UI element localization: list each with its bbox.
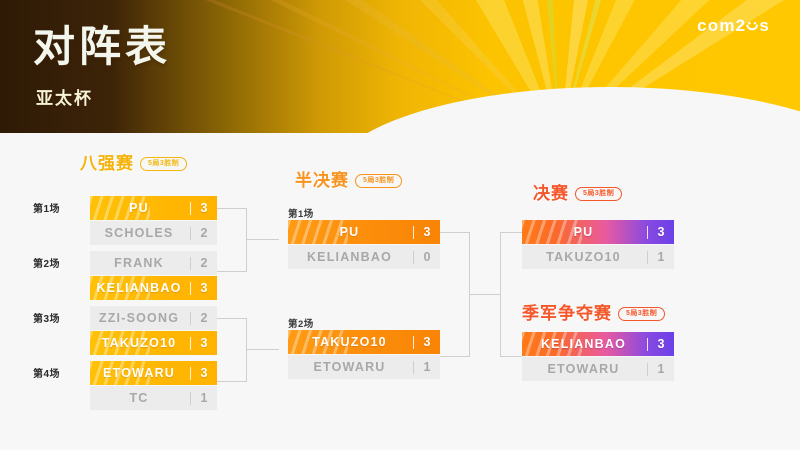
third-place-bottom-row[interactable]: ETOWARU 1	[522, 357, 674, 381]
qf2-bottom-score: 3	[200, 281, 208, 295]
qf3-top-name: ZZI-SOONG	[98, 311, 180, 325]
match-label-qf3: 第3场	[33, 314, 61, 325]
qf3-bottom-name: TAKUZO10	[101, 336, 177, 350]
match-label-qf2: 第2场	[33, 259, 61, 270]
third-place-top-name: KELIANBAO	[540, 337, 627, 351]
qf2-bottom-name: KELIANBAO	[96, 281, 182, 295]
row-separator	[413, 335, 414, 349]
row-separator	[190, 311, 191, 325]
sf1-bottom-name: KELIANBAO	[306, 250, 393, 264]
row-separator	[413, 225, 414, 239]
final-top-row[interactable]: PU 3	[522, 220, 674, 244]
row-separator	[413, 250, 414, 264]
section-badge-final: 5局3胜制	[575, 186, 623, 201]
connector-sf-out	[470, 294, 500, 295]
section-title-semifinal: 半决赛	[295, 171, 349, 190]
page-header: 对阵表 亚太杯 com2 s	[0, 0, 800, 133]
com2us-logo: com2 s	[697, 16, 770, 36]
match-label-sf1: 第1场	[288, 209, 314, 220]
match-label-qf4: 第4场	[33, 369, 61, 380]
row-separator	[647, 250, 648, 264]
final-top-score: 3	[657, 225, 665, 239]
connector-final-in	[500, 232, 522, 233]
connector-sf1-sf2	[440, 232, 470, 357]
final-bottom-score: 1	[657, 250, 665, 264]
logo-text-left: com2	[697, 16, 747, 35]
sf1-top-row[interactable]: PU 3	[288, 220, 440, 244]
qf2-top-name: FRANK	[114, 256, 164, 270]
section-title-third-place: 季军争夺赛	[522, 304, 612, 323]
connector-qf3-qf4	[217, 318, 247, 382]
qf1-top-name: PU	[129, 201, 149, 215]
match-label-qf1: 第1场	[33, 204, 61, 215]
qf4-bottom-row[interactable]: TC 1	[90, 386, 217, 410]
qf4-top-name: ETOWARU	[102, 366, 176, 380]
qf4-top-score: 3	[200, 366, 208, 380]
section-heading-quarterfinal: 八强赛 5局3胜制	[80, 154, 188, 173]
row-separator	[190, 256, 191, 270]
sf2-bottom-name: ETOWARU	[313, 360, 386, 374]
section-title-quarterfinal: 八强赛	[80, 154, 134, 173]
qf3-top-score: 2	[200, 311, 208, 325]
row-separator	[190, 201, 191, 215]
third-place-bottom-name: ETOWARU	[547, 362, 620, 376]
qf2-bottom-row[interactable]: KELIANBAO 3	[90, 276, 217, 300]
qf4-bottom-score: 1	[200, 391, 208, 405]
qf1-bottom-score: 2	[200, 226, 208, 240]
qf3-bottom-score: 3	[200, 336, 208, 350]
sf2-bottom-score: 1	[423, 360, 431, 374]
qf4-bottom-name: TC	[129, 391, 149, 405]
row-separator	[190, 391, 191, 405]
section-title-final: 决赛	[533, 184, 569, 203]
sf1-top-score: 3	[423, 225, 431, 239]
connector-qf1-qf2-out	[247, 239, 279, 240]
third-place-top-score: 3	[657, 337, 665, 351]
qf1-top-score: 3	[200, 201, 208, 215]
third-place-top-row[interactable]: KELIANBAO 3	[522, 332, 674, 356]
row-separator	[647, 337, 648, 351]
row-separator	[190, 281, 191, 295]
sf1-top-name: PU	[339, 225, 360, 239]
section-badge-semifinal: 5局3胜制	[355, 173, 403, 188]
qf2-top-row[interactable]: FRANK 2	[90, 251, 217, 275]
connector-qf1-qf2	[217, 208, 247, 272]
row-separator	[647, 362, 648, 376]
row-separator	[647, 225, 648, 239]
smiley-u-icon	[746, 19, 759, 34]
section-badge-quarterfinal: 5局3胜制	[140, 156, 188, 171]
sf2-top-row[interactable]: TAKUZO10 3	[288, 330, 440, 354]
row-separator	[190, 336, 191, 350]
section-badge-third-place: 5局3胜制	[618, 306, 666, 321]
connector-qf3-qf4-out	[247, 349, 279, 350]
final-top-name: PU	[573, 225, 594, 239]
section-heading-third-place: 季军争夺赛 5局3胜制	[522, 304, 666, 323]
section-heading-final: 决赛 5局3胜制	[533, 184, 623, 203]
final-bottom-name: TAKUZO10	[546, 250, 621, 264]
sf1-bottom-row[interactable]: KELIANBAO 0	[288, 245, 440, 269]
connector-to-final	[500, 232, 522, 357]
row-separator	[413, 360, 414, 374]
row-separator	[190, 226, 191, 240]
qf3-bottom-row[interactable]: TAKUZO10 3	[90, 331, 217, 355]
qf1-bottom-row[interactable]: SCHOLES 2	[90, 221, 217, 245]
sf2-top-name: TAKUZO10	[312, 335, 387, 349]
qf4-top-row[interactable]: ETOWARU 3	[90, 361, 217, 385]
bracket-board: 八强赛 5局3胜制 第1场 PU 3 SCHOLES 2 第2场 FRANK 2…	[0, 133, 800, 450]
page-subtitle: 亚太杯	[36, 89, 93, 108]
row-separator	[190, 366, 191, 380]
logo-text-right: s	[759, 16, 770, 35]
page-title: 对阵表	[33, 23, 172, 70]
sf2-top-score: 3	[423, 335, 431, 349]
match-label-sf2: 第2场	[288, 319, 314, 330]
qf1-top-row[interactable]: PU 3	[90, 196, 217, 220]
sf2-bottom-row[interactable]: ETOWARU 1	[288, 355, 440, 379]
sf1-bottom-score: 0	[423, 250, 431, 264]
section-heading-semifinal: 半决赛 5局3胜制	[295, 171, 403, 190]
final-bottom-row[interactable]: TAKUZO10 1	[522, 245, 674, 269]
third-place-bottom-score: 1	[657, 362, 665, 376]
qf2-top-score: 2	[200, 256, 208, 270]
qf3-top-row[interactable]: ZZI-SOONG 2	[90, 306, 217, 330]
qf1-bottom-name: SCHOLES	[104, 226, 174, 240]
connector-third-in	[500, 356, 522, 357]
